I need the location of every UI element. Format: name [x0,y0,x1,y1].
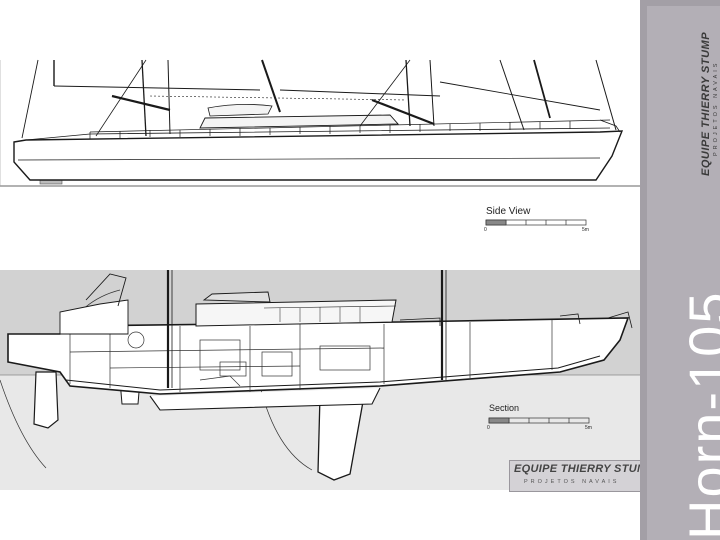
side-view-scale-start: 0 [484,227,487,233]
brand-logo-box: EQUIPE THIERRY STUMP PROJETOS NAVAIS [509,460,654,492]
model-title: Horn-105 [677,290,720,540]
section-label: Section [489,403,520,413]
section-scale-end: 5m [585,425,592,431]
title-band-inner [647,6,720,540]
technical-drawing [0,59,640,490]
side-view-label: Side View [486,206,531,217]
section-scale-bar [488,417,590,424]
brand-vertical: EQUIPE THIERRY STUMP PROJETOS NAVAIS [700,32,719,176]
brand-tagline-vertical: PROJETOS NAVAIS [713,60,719,156]
section-view-drawing [0,270,640,490]
section-scale-start: 0 [487,425,490,431]
brand-tagline: PROJETOS NAVAIS [524,479,620,485]
brand-name-vertical: EQUIPE THIERRY STUMP [700,31,712,176]
brand-name: EQUIPE THIERRY STUMP [514,463,655,475]
side-view-scale-bar [485,219,587,226]
side-view-scale-end: 5m [582,227,589,233]
side-view-drawing [0,59,640,187]
